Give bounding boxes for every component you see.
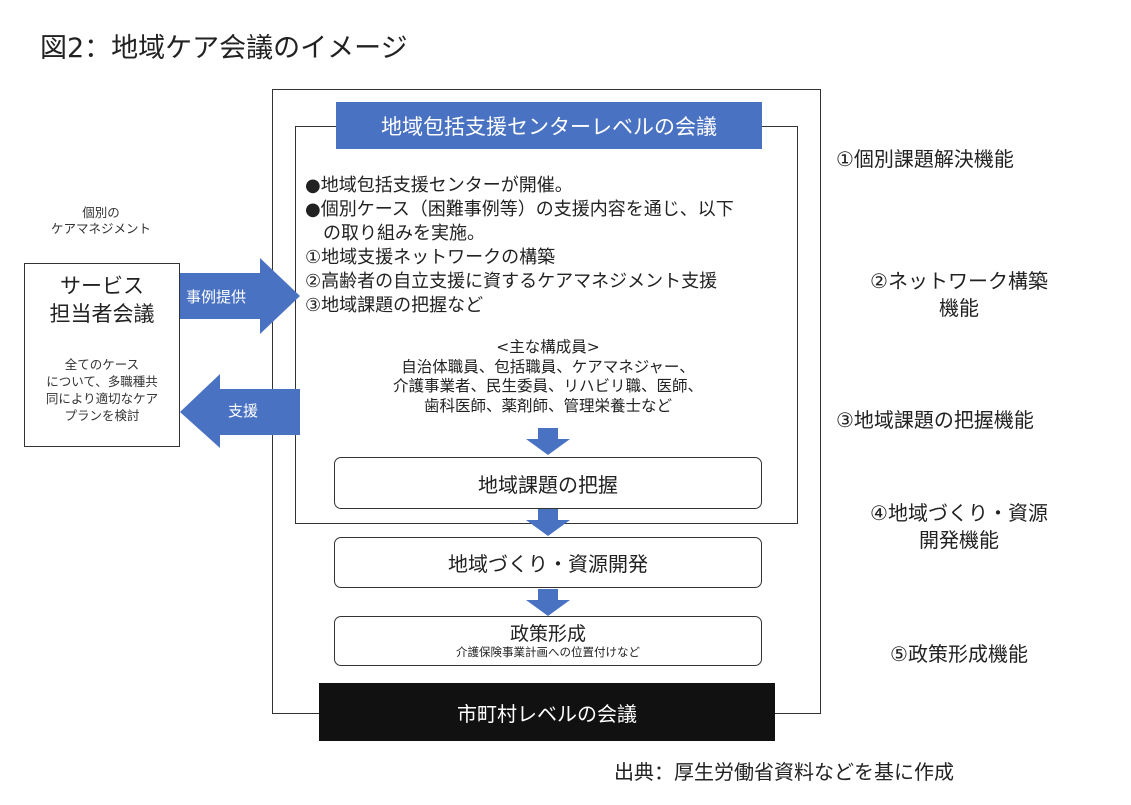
figure-title: 図2：地域ケア会議のイメージ [40, 33, 408, 64]
function-line: 開発機能 [919, 528, 999, 552]
desc-line: プランを検討 [64, 408, 140, 423]
desc-line: 全てのケース [64, 357, 140, 372]
service-meeting-box [24, 263, 180, 447]
members-line: 歯科医師、薬剤師、管理栄養士など [423, 396, 672, 415]
function-line: ②ネットワーク構築 [870, 269, 1048, 293]
title-line: サービス [60, 274, 144, 298]
municipal-level-header: 市町村レベルの会議 [319, 683, 775, 741]
right-arrow-icon [180, 258, 300, 334]
down-arrow-icon [526, 428, 570, 455]
caption-line: ケアマネジメント [50, 221, 151, 236]
bullet-line: ●地域包括支援センターが開催。 [305, 175, 573, 196]
desc-line: について、多職種共 [46, 374, 158, 389]
center-level-header: 地域包括支援センターレベルの会議 [336, 102, 762, 149]
policy-sublabel: 介護保険事業計画への位置付けなど [456, 645, 640, 659]
function-5: ⑤政策形成機能 [890, 642, 1028, 666]
function-4: ④地域づくり・資源 開発機能 [836, 500, 1082, 554]
community-building-box: 地域づくり・資源開発 [334, 537, 762, 588]
source-note: 出典：厚生労働省資料などを基に作成 [614, 760, 954, 784]
community-building-label: 地域づくり・資源開発 [448, 552, 648, 576]
desc-line: 同により適切なケア [45, 391, 159, 406]
regional-issues-box: 地域課題の把握 [334, 457, 762, 509]
function-1: ①個別課題解決機能 [836, 147, 1014, 171]
down-arrow-icon [526, 509, 570, 536]
bullet-line: ●個別ケース（困難事例等）の支援内容を通じ、以下 [305, 199, 734, 220]
bullet-line: ②高齢者の自立支援に資するケアマネジメント支援 [305, 271, 718, 292]
function-2: ②ネットワーク構築 機能 [836, 268, 1082, 322]
bullet-line: ①地域支援ネットワークの構築 [305, 247, 556, 268]
function-line: 機能 [939, 296, 979, 320]
left-arrow-icon [180, 374, 300, 448]
center-description: ●地域包括支援センターが開催。 ●個別ケース（困難事例等）の支援内容を通じ、以下… [305, 174, 734, 318]
individual-care-caption: 個別の ケアマネジメント [22, 205, 180, 237]
support-label: 支援 [228, 402, 259, 420]
function-3: ③地域課題の把握機能 [836, 408, 1034, 432]
bullet-line: ③地域課題の把握など [305, 295, 484, 316]
exchange-arrows [180, 258, 300, 448]
service-meeting-description: 全てのケース について、多職種共 同により適切なケア プランを検討 [24, 356, 180, 424]
title-line: 担当者会議 [49, 302, 155, 326]
members-line: 自治体職員、包括職員、ケアマネジャー、 [401, 357, 695, 376]
function-line: ④地域づくり・資源 [870, 501, 1048, 525]
policy-box: 政策形成 介護保険事業計画への位置付けなど [334, 616, 762, 666]
policy-label: 政策形成 [509, 623, 586, 645]
down-arrow-icon [526, 589, 570, 616]
members-heading: <主な構成員> [496, 338, 600, 356]
bullet-line: の取り組みを実施。 [305, 223, 485, 244]
regional-issues-label: 地域課題の把握 [478, 472, 618, 497]
members-list: <主な構成員> 自治体職員、包括職員、ケアマネジャー、 介護事業者、民生委員、リ… [305, 338, 791, 416]
service-meeting-title: サービス 担当者会議 [24, 272, 180, 328]
case-provision-label: 事例提供 [186, 288, 247, 306]
members-line: 介護事業者、民生委員、リハビリ職、医師、 [392, 377, 703, 395]
caption-line: 個別の [82, 205, 120, 220]
